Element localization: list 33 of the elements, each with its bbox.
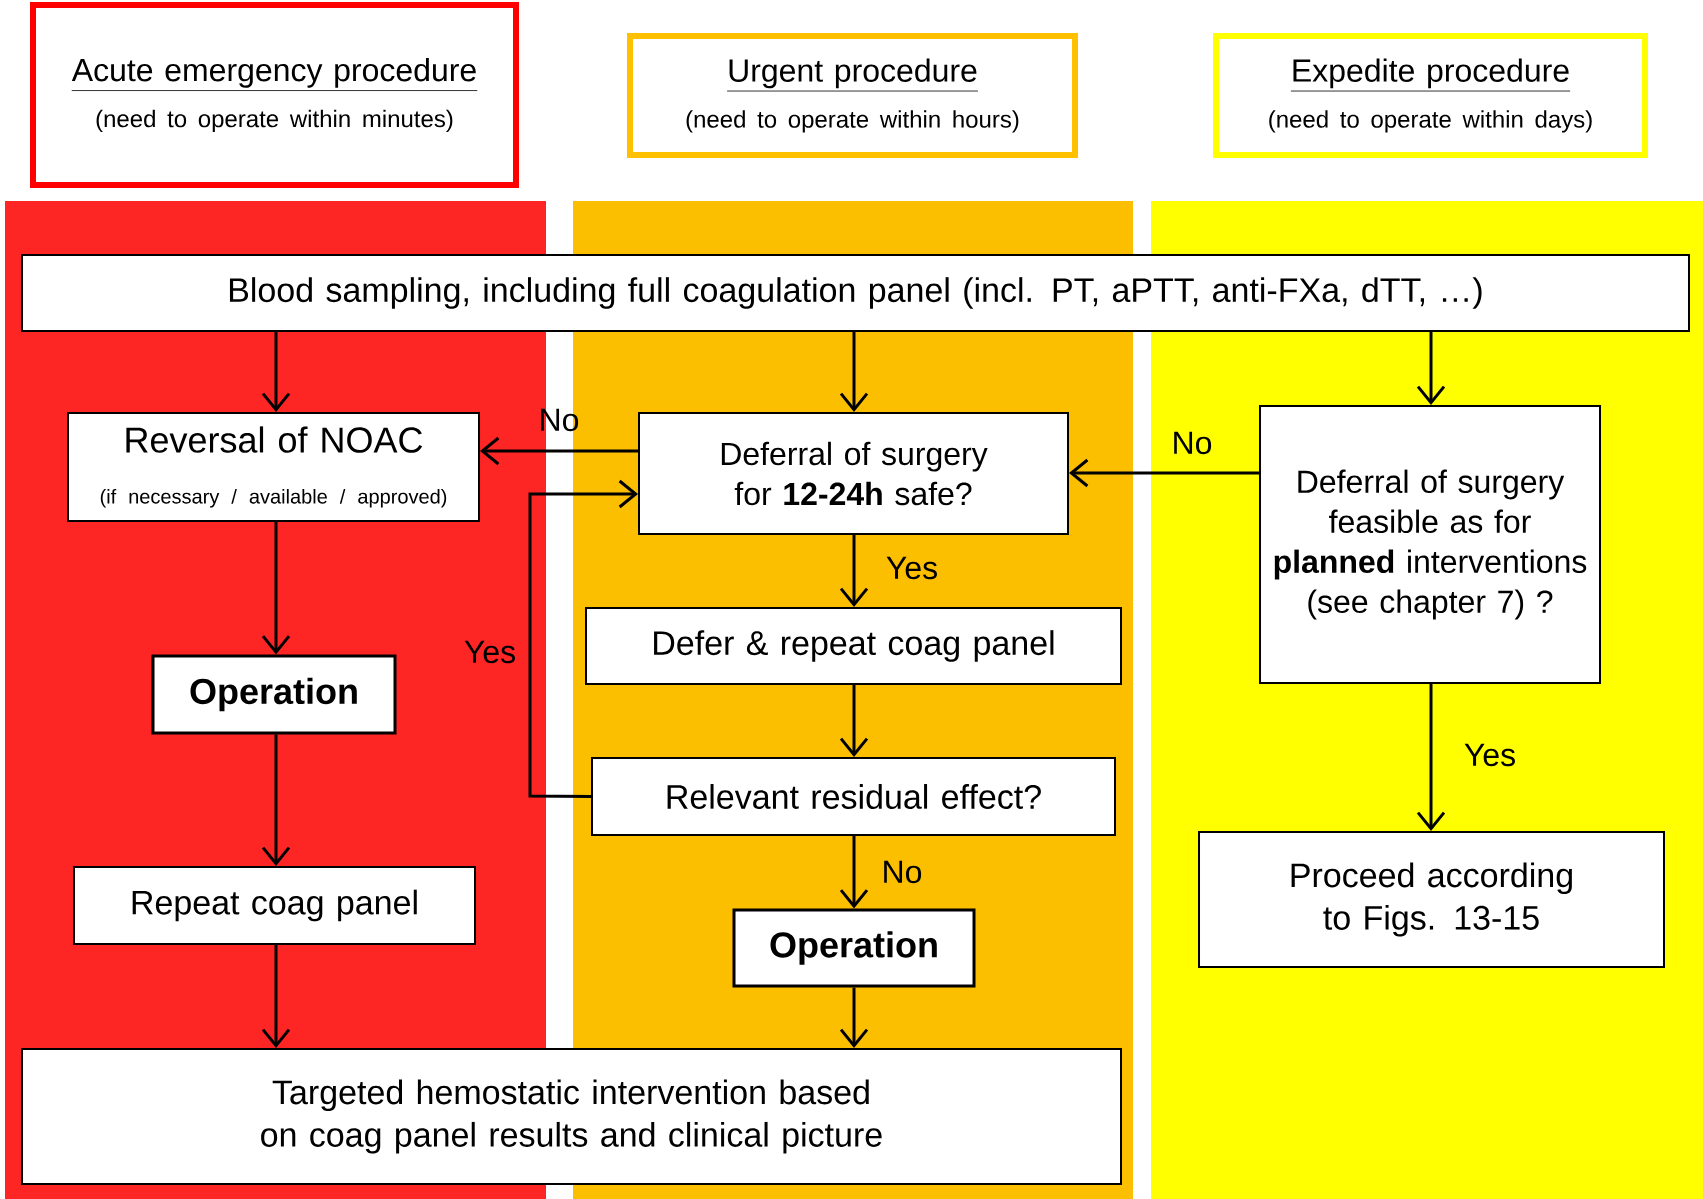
arrow: [839, 685, 869, 757]
header-box: Expedite procedure (need to operate within days): [1213, 33, 1648, 158]
arrow: [839, 535, 869, 607]
arrow: [261, 522, 291, 655]
edge-label: No: [884, 860, 922, 884]
edge-label: Yes: [464, 640, 515, 664]
process-box: Deferral of surgery for 12-24h safe?: [638, 412, 1069, 535]
process-box: Targeted hemostatic intervention based on coag panel results and clinical picture: [21, 1048, 1122, 1185]
edge-label: Yes: [1464, 743, 1515, 767]
arrow: [839, 836, 869, 909]
arrow: [1416, 332, 1446, 405]
process-box: Relevant residual effect?: [591, 757, 1116, 836]
process-box: Defer & repeat coag panel: [585, 607, 1122, 685]
operation-box: Operation: [151, 654, 397, 735]
arrow: [480, 436, 638, 466]
header-box: Urgent procedure (need to operate within hours): [627, 33, 1078, 158]
arrow: [1069, 458, 1259, 488]
operation-box: Operation: [732, 908, 976, 988]
process-box: Blood sampling, including full coagulation panel (incl. PT, aPTT, anti-FXa, dTT, …): [21, 254, 1690, 332]
header-box: Acute emergency procedure (need to operate within minutes): [30, 2, 519, 188]
arrow: [1416, 684, 1446, 831]
edge-label: Yes: [886, 556, 937, 580]
process-box: Proceed according to Figs. 13-15: [1198, 831, 1665, 968]
edge-label: No: [1174, 431, 1212, 455]
arrow: [839, 332, 869, 412]
arrow: [261, 734, 291, 866]
process-box: Reversal of NOAC (if necessary / available / approved): [67, 412, 480, 522]
process-box: Repeat coag panel: [73, 866, 476, 945]
arrow: [839, 987, 869, 1048]
arrow: [528, 479, 638, 798]
process-box: Deferral of surgery feasible as for planned interventions (see chapter 7) ?: [1259, 405, 1601, 684]
arrow: [261, 332, 291, 412]
arrow: [261, 945, 291, 1048]
